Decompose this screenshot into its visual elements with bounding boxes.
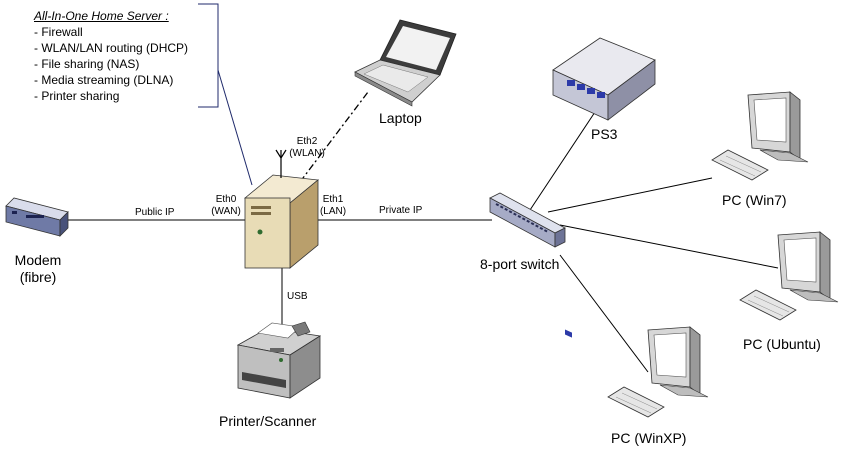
pc-ubuntu-icon [739, 231, 839, 321]
notes-leader-line [217, 69, 253, 186]
server-feature-notes: All-In-One Home Server : Firewall WLAN/L… [34, 8, 188, 104]
eth0-label-line2: (WAN) [211, 206, 241, 217]
notes-bracket [198, 3, 219, 108]
pc-winxp-label: PC (WinXP) [611, 430, 687, 446]
eth1-label-line1: Eth1 [322, 194, 344, 205]
modem-label-line2: (fibre) [19, 269, 57, 285]
ps3-icon [552, 37, 656, 338]
pc-winxp-icon [607, 326, 709, 418]
pc-win7-label: PC (Win7) [722, 192, 787, 208]
feature-item: WLAN/LAN routing (DHCP) [34, 40, 188, 56]
feature-item: Firewall [34, 24, 188, 40]
eth0-label: Eth0 (WAN) [206, 194, 246, 218]
public-ip-label: Public IP [135, 207, 175, 218]
switch-label: 8-port switch [480, 256, 560, 272]
eth1-label: Eth1 (LAN) [315, 194, 351, 218]
feature-item: Media streaming (DLNA) [34, 72, 188, 88]
switch-winxp-link [559, 254, 649, 373]
modem-icon [5, 197, 69, 237]
feature-list: Firewall WLAN/LAN routing (DHCP) File sh… [34, 24, 188, 104]
feature-item: Printer sharing [34, 88, 188, 104]
printer-label: Printer/Scanner [219, 413, 317, 429]
eth2-label-line1: Eth2 [296, 136, 318, 147]
eth1-label-line2: (LAN) [319, 206, 347, 217]
switch-ubuntu-link [559, 224, 779, 269]
wlan-link [299, 91, 369, 183]
modem-label-line1: Modem [14, 252, 62, 268]
switch-icon [489, 192, 566, 248]
eth2-label: Eth2 (WLAN) [285, 136, 329, 160]
modem-label: Modem (fibre) [6, 252, 70, 286]
wlan-antenna-icon [275, 149, 287, 178]
feature-item: File sharing (NAS) [34, 56, 188, 72]
switch-ps3-link [529, 111, 596, 211]
server-icon [244, 174, 319, 269]
pc-ubuntu-label: PC (Ubuntu) [743, 336, 821, 352]
laptop-icon [354, 19, 457, 107]
pc-win7-icon [711, 91, 809, 181]
ps3-label: PS3 [591, 126, 618, 142]
usb-label: USB [287, 291, 308, 302]
switch-win7-link [547, 177, 713, 213]
private-ip-label: Private IP [379, 205, 423, 216]
notes-title: All-In-One Home Server : [34, 9, 169, 23]
eth0-label-line1: Eth0 [215, 194, 237, 205]
laptop-label: Laptop [379, 110, 422, 126]
eth2-label-line2: (WLAN) [289, 148, 325, 159]
printer-icon [236, 321, 322, 399]
